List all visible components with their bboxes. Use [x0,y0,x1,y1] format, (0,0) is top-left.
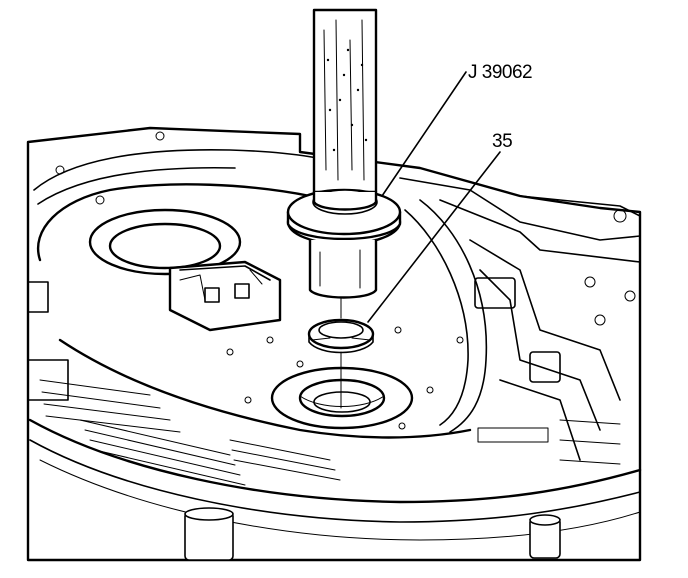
knurl-texture [326,48,368,152]
bore [270,366,414,430]
callout-seal-label: 35 [492,131,512,152]
seal-installer-tool [286,8,402,299]
valve-body [168,260,282,332]
bore-ring [88,208,242,276]
callout-tool: J 39062 [381,62,533,197]
callout-seal: 35 [367,131,513,323]
callout-tool-label: J 39062 [468,62,532,83]
